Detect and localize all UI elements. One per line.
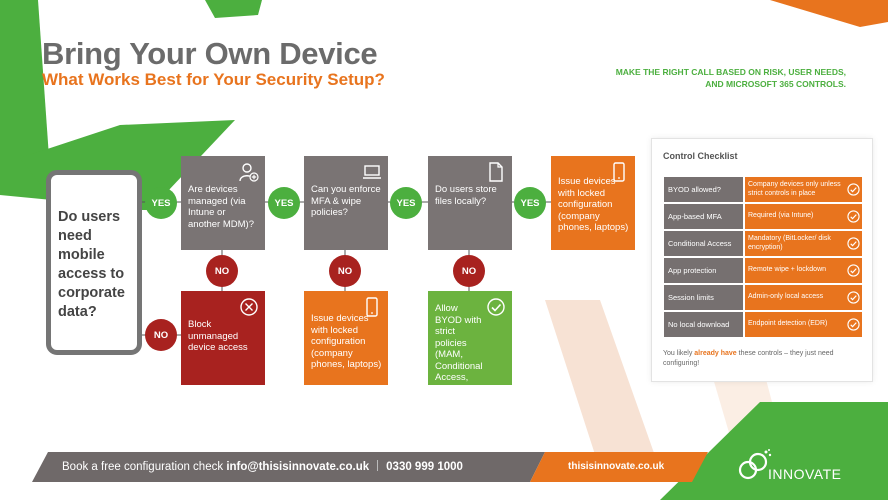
control-checklist-panel: Control Checklist BYOD allowed? Company … — [651, 138, 873, 382]
checklist-value-text: Remote wipe + lockdown — [748, 266, 827, 274]
checklist-label: App-based MFA — [664, 204, 743, 229]
check-circle-icon — [487, 298, 505, 316]
outcome-allow-byod-text: Allow BYOD with strict policies (MAM, Co… — [435, 303, 483, 406]
question-local-files-text: Do users store files locally? — [435, 184, 497, 207]
phone-icon — [366, 297, 378, 317]
innovate-logo-icon — [738, 449, 772, 480]
question-managed: Are devices managed (via Intune or anoth… — [181, 156, 265, 250]
checklist-value: Admin-only local access — [745, 285, 862, 310]
checklist-value-text: Admin-only local access — [748, 293, 824, 301]
checklist-label: No local download — [664, 312, 743, 337]
outcome-block-access-text: Block unmanaged device access — [188, 319, 248, 353]
page-subtitle: What Works Best for Your Security Setup? — [42, 70, 385, 89]
footnote-pre: You likely — [663, 350, 695, 357]
no-pill-3: NO — [453, 255, 485, 287]
footer-email-link[interactable]: info@thisisinnovate.co.uk — [226, 461, 370, 473]
checklist-value: Remote wipe + lockdown — [745, 258, 862, 283]
footer-cta: Book a free configuration check info@thi… — [62, 460, 463, 473]
check-circle-icon — [847, 237, 860, 250]
footer-cta-text: Book a free configuration check — [62, 461, 224, 473]
phone-icon — [613, 162, 625, 182]
footer-bar — [32, 452, 708, 482]
checklist-row: Session limits Admin-only local access — [664, 285, 862, 310]
yes-pill-2: YES — [268, 187, 300, 219]
yes-pill-4: YES — [514, 187, 546, 219]
outcome-block-access: Block unmanaged device access — [181, 291, 265, 385]
checklist-value: Company devices only unless strict contr… — [745, 177, 862, 202]
yes-pill-1: YES — [145, 187, 177, 219]
checklist-value-text: Endpoint detection (EDR) — [748, 320, 828, 328]
x-circle-icon — [240, 298, 258, 316]
brand-logo-text: INNOVATE — [768, 466, 842, 482]
checklist-title: Control Checklist — [663, 151, 738, 161]
mobile-phone-frame — [46, 170, 142, 355]
outcome-issue-devices-mid: Issue devices with locked configuration … — [304, 291, 388, 385]
laptop-icon — [363, 165, 381, 179]
question-mfa: Can you enforce MFA & wipe policies? — [304, 156, 388, 250]
checklist-row: App-based MFA Required (via Intune) — [664, 204, 862, 229]
checklist-footnote: You likely already have these controls –… — [663, 349, 863, 368]
footer-phone-link[interactable]: 0330 999 1000 — [386, 461, 463, 473]
checklist-row: No local download Endpoint detection (ED… — [664, 312, 862, 337]
checklist-value-text: Required (via Intune) — [748, 212, 814, 220]
checklist-label: Conditional Access — [664, 231, 743, 256]
document-icon — [489, 162, 503, 182]
checklist-value-text: Company devices only unless strict contr… — [748, 181, 841, 197]
checklist-value-text: Mandatory (BitLocker/ disk encryption) — [748, 235, 831, 251]
check-circle-icon — [847, 318, 860, 331]
no-pill-2: NO — [329, 255, 361, 287]
page-title: Bring Your Own Device — [42, 36, 378, 71]
question-mfa-text: Can you enforce MFA & wipe policies? — [311, 184, 381, 218]
outcome-issue-devices-end: Issue devices with locked configuration … — [551, 156, 635, 250]
footnote-emphasis: already have — [694, 350, 737, 357]
footer-separator — [377, 460, 379, 471]
checklist-value: Mandatory (BitLocker/ disk encryption) — [745, 231, 862, 256]
user-add-icon — [239, 163, 259, 182]
checklist-row: BYOD allowed? Company devices only unles… — [664, 177, 862, 202]
checklist-value: Required (via Intune) — [745, 204, 862, 229]
check-circle-icon — [847, 264, 860, 277]
tagline: MAKE THE RIGHT CALL BASED ON RISK, USER … — [615, 67, 846, 89]
yes-pill-3: YES — [390, 187, 422, 219]
checklist-row: App protection Remote wipe + lockdown — [664, 258, 862, 283]
checklist-label: BYOD allowed? — [664, 177, 743, 202]
outcome-allow-byod: Allow BYOD with strict policies (MAM, Co… — [428, 291, 512, 406]
no-pill-start: NO — [145, 319, 177, 351]
checklist-row: Conditional Access Mandatory (BitLocker/… — [664, 231, 862, 256]
question-managed-text: Are devices managed (via Intune or anoth… — [188, 184, 254, 230]
footer-website-link[interactable]: thisisinnovate.co.uk — [568, 461, 665, 472]
outcome-issue-devices-mid-text: Issue devices with locked configuration … — [311, 313, 382, 370]
checklist-label: Session limits — [664, 285, 743, 310]
question-local-files: Do users store files locally? — [428, 156, 512, 250]
checklist-label: App protection — [664, 258, 743, 283]
check-circle-icon — [847, 183, 860, 196]
check-circle-icon — [847, 210, 860, 223]
check-circle-icon — [847, 291, 860, 304]
start-question: Do users need mobile access to corporate… — [58, 209, 125, 320]
outcome-issue-devices-end-text: Issue devices with locked configuration … — [558, 176, 629, 233]
checklist-value: Endpoint detection (EDR) — [745, 312, 862, 337]
footnote-post: these controls – they just need configur… — [663, 350, 834, 367]
no-pill-1: NO — [206, 255, 238, 287]
